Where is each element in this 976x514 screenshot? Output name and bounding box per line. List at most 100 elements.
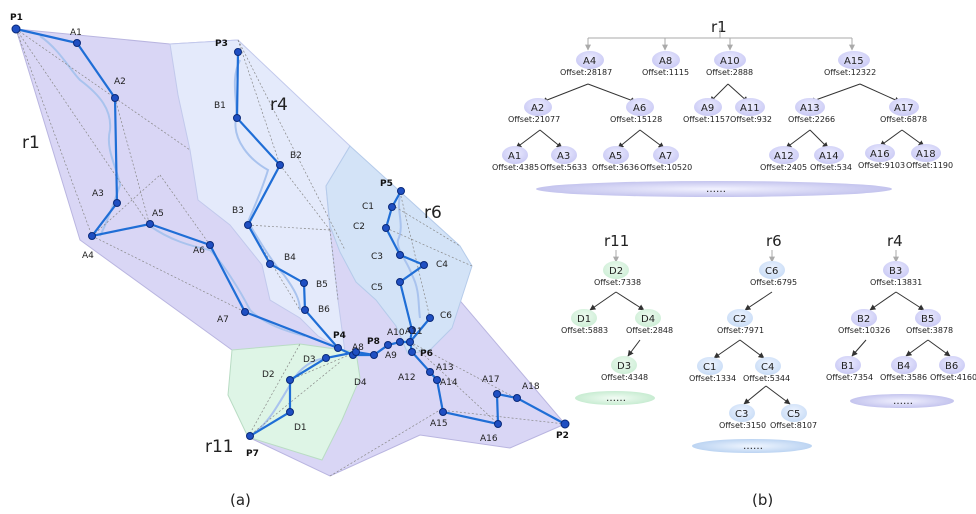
point-label: P5 <box>380 179 393 189</box>
tree-node-label: C2 <box>733 314 746 325</box>
node-label: B1 <box>214 101 226 111</box>
tree-node-offset: Offset:3878 <box>906 326 953 335</box>
tree-node <box>626 98 654 116</box>
tree-node-label: A7 <box>659 151 672 162</box>
tree-node-label: B1 <box>841 361 854 372</box>
tree-node-offset: Offset:5633 <box>540 163 587 172</box>
skeleton-lines <box>15 28 566 477</box>
tree-node-label: A6 <box>633 103 646 114</box>
node-label: C4 <box>436 260 448 270</box>
node-label: A8 <box>352 343 364 353</box>
node-label: D4 <box>354 378 367 388</box>
tree-node-label: C4 <box>761 362 774 373</box>
tree-node-offset: Offset:4385 <box>492 163 539 172</box>
tree-node-offset: Offset:28187 <box>560 68 612 77</box>
tree-node-offset: Offset:2266 <box>788 115 835 124</box>
node-label: A17 <box>482 375 500 385</box>
ellipsis-label: …… <box>893 396 913 407</box>
tree-node-offset: Offset:13831 <box>870 278 922 287</box>
tree-node <box>781 404 807 422</box>
point-label: P6 <box>420 349 433 359</box>
ellipsis-bar <box>692 439 812 453</box>
node-label: D2 <box>262 370 275 380</box>
tree-node-label: A18 <box>916 149 936 160</box>
node-label: A6 <box>193 246 205 256</box>
tree-node-offset: Offset:2888 <box>706 68 753 77</box>
region-label-r1: r1 <box>22 133 40 153</box>
tree-node-label: A5 <box>609 151 622 162</box>
tree-node <box>838 51 870 69</box>
tree-node <box>571 309 597 327</box>
tree-r11: r11 D2 Offset:7338 D1 Offset:5883 D4 Off… <box>561 232 673 405</box>
tree-node-offset: Offset:1334 <box>689 374 736 383</box>
map-panel: r1 r4 r6 r11 P1 P2 P3 P4 P5 P6 P7 P8 A1 … <box>10 13 570 509</box>
tree-node-label: A16 <box>870 149 890 160</box>
tree-node-offset: Offset:4160 <box>930 373 976 382</box>
tree-node <box>911 144 941 162</box>
tree-node <box>635 309 661 327</box>
point-label: P7 <box>246 449 259 459</box>
ellipsis-bar <box>536 181 892 197</box>
tree-root-label: r1 <box>711 18 727 36</box>
tree-node <box>735 98 765 116</box>
node-label: A9 <box>385 351 397 361</box>
tree-node-label: D1 <box>577 314 591 325</box>
tree-node-offset: Offset:3150 <box>719 421 766 430</box>
tree-node <box>865 144 895 162</box>
region-label-r11: r11 <box>205 437 234 457</box>
ellipsis-label: …… <box>606 393 626 404</box>
point-label: P2 <box>556 431 569 441</box>
node-label: A3 <box>92 189 104 199</box>
tree-root-label: r6 <box>766 232 782 250</box>
tree-node-label: A1 <box>508 151 521 162</box>
tree-node-offset: Offset:10326 <box>838 326 890 335</box>
tree-node <box>694 98 722 116</box>
node-label: A14 <box>440 378 458 388</box>
tree-node-label: C3 <box>735 409 748 420</box>
tree-node-label: A9 <box>701 103 714 114</box>
tree-node-label: B2 <box>857 314 870 325</box>
tree-node-offset: Offset:6878 <box>880 115 927 124</box>
node-label: A13 <box>436 363 454 373</box>
tree-node <box>759 261 785 279</box>
tree-node <box>851 309 877 327</box>
ellipsis-bar <box>575 391 655 405</box>
tree-node-offset: Offset:7971 <box>717 326 764 335</box>
tree-node <box>889 98 919 116</box>
tree-node-label: B5 <box>921 314 934 325</box>
tree-node-offset: Offset:932 <box>730 115 772 124</box>
tree-node <box>883 261 909 279</box>
tree-node-offset: Offset:8107 <box>770 421 817 430</box>
node-label: C3 <box>371 252 383 262</box>
tree-node-offset: Offset:10520 <box>640 163 692 172</box>
node-label: B6 <box>318 305 330 315</box>
tree-node-label: C6 <box>765 266 778 277</box>
tree-node-label: A8 <box>659 56 672 67</box>
tree-node <box>769 146 799 164</box>
tree-node <box>814 146 844 164</box>
tree-node <box>611 356 637 374</box>
tree-root-label: r11 <box>604 232 629 250</box>
ellipsis-label: …… <box>743 441 763 452</box>
point-label: P8 <box>367 337 380 347</box>
node-label: A5 <box>152 209 164 219</box>
path-lines <box>15 27 566 437</box>
tree-node <box>727 309 753 327</box>
tree-node-offset: Offset:4348 <box>601 373 648 382</box>
tree-node <box>939 356 965 374</box>
tree-node-label: A13 <box>800 103 820 114</box>
trees-panel: r1 A4 Offset:28187 <box>492 18 976 509</box>
node-label: B2 <box>290 151 302 161</box>
node-label: B4 <box>284 253 296 263</box>
node-label: D1 <box>294 423 307 433</box>
tree-node-label: D2 <box>609 266 623 277</box>
region-label-r6: r6 <box>424 203 442 223</box>
tree-node-offset: Offset:1190 <box>906 161 953 170</box>
caption-a: (a) <box>230 491 251 509</box>
tree-node-offset: Offset:5883 <box>561 326 608 335</box>
tree-r1: r1 A4 Offset:28187 <box>492 18 953 197</box>
tree-node <box>576 51 604 69</box>
tree-node <box>915 309 941 327</box>
tree-node-offset: Offset:1115 <box>642 68 689 77</box>
tree-node-offset: Offset:15128 <box>610 115 662 124</box>
